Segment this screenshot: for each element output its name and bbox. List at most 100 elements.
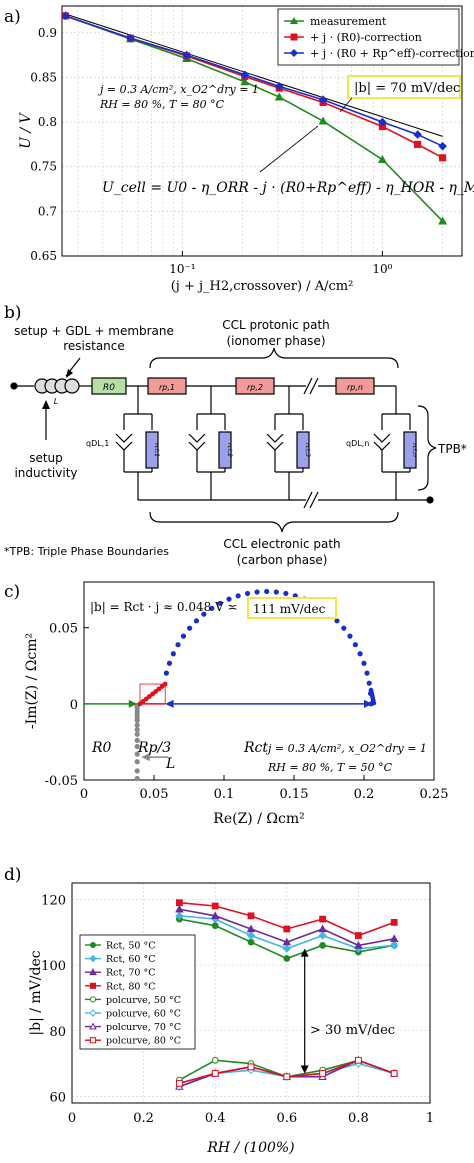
data-point-d-1	[282, 944, 291, 953]
panel-label-b: b)	[4, 303, 22, 323]
equation-a: U_cell = U0 - η_ORR - j · (R0+Rp^eff) - …	[102, 180, 474, 196]
ytick-d: 100	[41, 959, 66, 974]
data-point-d-1	[390, 941, 399, 950]
ytick-c: -0.05	[45, 774, 78, 789]
gap-arrowhead-top-d	[300, 948, 309, 957]
legend-marker-d-7	[89, 1037, 97, 1044]
label-setup-resistance: setup + GDL + membrane	[14, 324, 174, 338]
data-point-d-2	[389, 934, 399, 943]
arc-point-c	[273, 589, 279, 595]
arc-point-c	[283, 590, 289, 597]
data-point-d-0	[211, 922, 219, 930]
xtick-d: 0	[68, 1111, 76, 1126]
label-protonic-2: (ionomer phase)	[226, 334, 325, 348]
label-L: L	[54, 397, 58, 406]
plot-frame-c	[83, 581, 435, 781]
ylabel-d: |b| / mV/dec	[28, 950, 44, 1035]
label-rp2: rp,2	[247, 383, 263, 392]
panel-label-c: c)	[4, 582, 20, 602]
label-rct3: rct,3	[304, 443, 311, 457]
xlabel-d: RH / (100%)	[206, 1140, 294, 1156]
data-point-a-1	[414, 140, 422, 148]
legend-label-d-5: polcurve, 60 °C	[106, 1009, 181, 1020]
slope-box-label-c: 111 mV/dec	[253, 602, 326, 616]
xtick-c: 0.1	[214, 787, 235, 802]
label-qn: qDL,n	[346, 439, 369, 448]
arc-point-c	[193, 618, 200, 624]
gap-label-d: > 30 mV/dec	[310, 1023, 395, 1038]
legend-marker-d-5	[89, 1009, 97, 1017]
slope-box-c	[247, 597, 337, 619]
arc-point-c	[361, 660, 367, 666]
arc-point-c	[366, 680, 372, 686]
xlabel-c: Re(Z) / Ωcm²	[213, 811, 304, 827]
data-point-d-7	[176, 1079, 183, 1087]
arrowhead-R0-c	[128, 699, 138, 708]
xlabel-a: (j + j_H2,crossover) / A/cm²	[171, 279, 354, 294]
panel-label-d: d)	[4, 865, 22, 885]
brace-protonic	[149, 347, 399, 369]
arc-point-c	[364, 670, 370, 676]
data-point-d-2	[354, 940, 363, 949]
data-point-d-2	[210, 911, 220, 920]
arc-end-point-c	[371, 700, 377, 706]
branch-2	[188, 386, 232, 500]
conditions-c-2: RH = 80 %, T = 50 °C	[267, 761, 393, 774]
legend-marker-r0rp	[290, 49, 298, 57]
data-point-a-2	[318, 95, 328, 105]
arc-point-c	[209, 605, 215, 611]
data-point-a-2	[274, 82, 284, 91]
label-rct1: rct,1	[153, 443, 160, 457]
legend-marker-d-0	[89, 941, 97, 949]
equation-pointer-a	[259, 125, 319, 173]
legend-label-d-1: Rct, 60 °C	[106, 954, 155, 965]
ytick-a: 0.65	[30, 249, 57, 263]
chart-marks-c	[84, 588, 377, 782]
arc-point-c	[180, 633, 187, 639]
arc-point-c	[170, 651, 176, 657]
data-point-d-2	[318, 924, 327, 933]
inductive-point-c	[134, 737, 140, 744]
data-point-d-3	[176, 899, 183, 907]
label-tpb: TPB*	[437, 442, 467, 456]
arrowhead-L-c	[141, 753, 150, 762]
ytick-d: 80	[49, 1025, 66, 1040]
label-c-Rct: Rct	[243, 740, 268, 756]
plot-frame-d	[71, 882, 431, 1104]
label-c-L: L	[165, 756, 175, 772]
chart-marks-a	[60, 11, 448, 225]
data-point-d-3	[283, 925, 291, 933]
data-point-a-2	[438, 141, 447, 151]
data-point-a-0	[377, 154, 387, 163]
label-rctn: rct,n	[411, 443, 418, 457]
data-point-a-0	[318, 116, 328, 125]
branch-n	[373, 386, 417, 500]
arc-point-c	[226, 596, 232, 602]
ytick-a: 0.9	[38, 26, 57, 40]
legend-label-d-4: polcurve, 50 °C	[106, 995, 181, 1006]
ytick-d: 60	[49, 1090, 66, 1105]
data-point-d-3	[355, 932, 362, 939]
brace-tpb	[417, 405, 437, 491]
legend-label-r0rp: + j · (R0 + Rp^eff)-correction	[310, 47, 474, 60]
data-point-d-2	[246, 924, 256, 933]
xtick-d: 0.6	[276, 1111, 297, 1126]
arc-point-c	[334, 618, 340, 624]
circuit-diagram	[10, 347, 437, 533]
legend-marker-d-1	[89, 954, 97, 963]
plot-frame-a	[61, 5, 463, 257]
data-point-d-7	[283, 1073, 291, 1081]
legend-marker-d-3	[89, 982, 97, 989]
inductive-point-c	[134, 743, 140, 750]
conditions-a-2: RH = 80 %, T = 80 °C	[99, 98, 225, 111]
xtick-a: 10⁰	[372, 262, 392, 276]
data-point-a-2	[182, 50, 191, 60]
circuit-labels: setup + GDL + membrane resistance CCL pr…	[4, 318, 467, 567]
slope-box-a	[347, 75, 461, 99]
inductive-point-c	[134, 722, 140, 728]
arc-point-c	[187, 625, 193, 631]
slope-label-a: |b| = 70 mV/dec	[354, 81, 460, 96]
